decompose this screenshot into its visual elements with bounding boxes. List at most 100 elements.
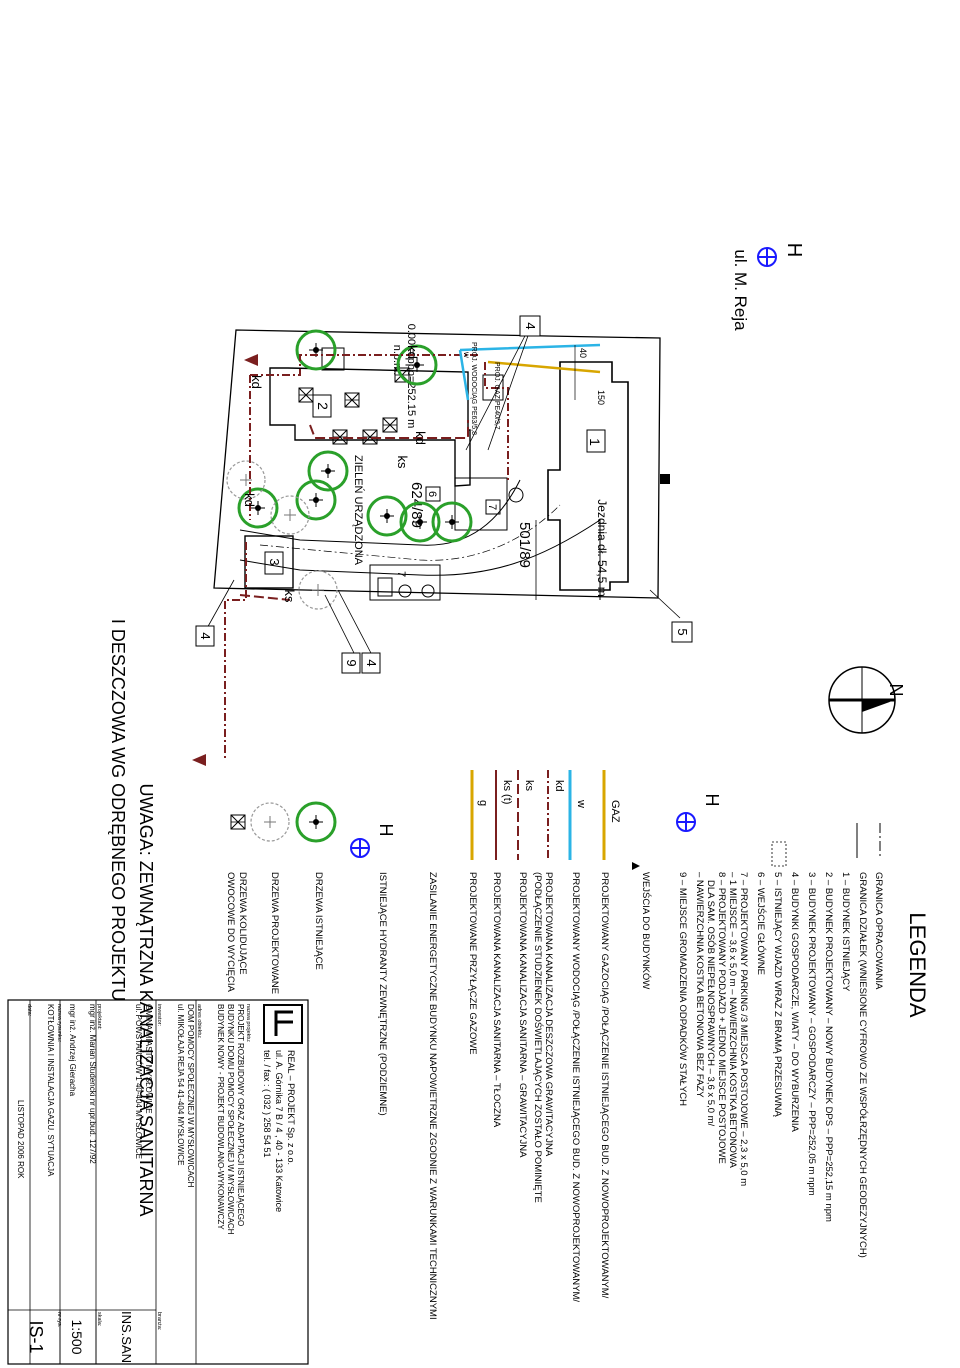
legend: LEGENDA GRANICA OPRACOWANIA GRANICA DZIA… (225, 770, 930, 1320)
svg-text:DRZEWA KOLIDUJĄCE: DRZEWA KOLIDUJĄCE (237, 872, 248, 975)
svg-text:skala:: skala: (96, 1312, 102, 1327)
roadway-label: Jezdnia dł. 54,5 m (595, 499, 609, 596)
svg-text:5 – ISTNIEJĄCY WJAZD WRAZ Z BR: 5 – ISTNIEJĄCY WJAZD WRAZ Z BRAMĄ PRZESU… (772, 872, 783, 1117)
svg-text:adres obiektu:: adres obiektu: (196, 1004, 202, 1039)
svg-text:ZASILANIE ENERGETYCZNE BUDYNKU: ZASILANIE ENERGETYCZNE BUDYNKU NAPOWIETR… (427, 872, 438, 1320)
street-label: ul. M. Reja (731, 249, 750, 331)
svg-text:tel. / fax : ( 032 ) 258 54 51: tel. / fax : ( 032 ) 258 54 51 (262, 1050, 272, 1158)
scale-value: 1:500 (69, 1319, 85, 1354)
svg-text:kd: kd (553, 780, 565, 792)
svg-text:4: 4 (523, 322, 538, 329)
svg-text:LISTOPAD 2006 ROK: LISTOPAD 2006 ROK (16, 1100, 25, 1179)
svg-text:DRZEWA PROJEKTOWANE: DRZEWA PROJEKTOWANE (269, 872, 280, 994)
svg-text:N: N (886, 684, 906, 697)
svg-text:ul. POWSTAŃCÓW 1 40-404 MYSŁ: ul. POWSTAŃCÓW 1 40-404 MYSŁOWICE (134, 1004, 143, 1159)
svg-text:– 1 MIEJSCE – 3,6 x 5,0 m – NA: – 1 MIEJSCE – 3,6 x 5,0 m – NAWIERZCHNIA… (727, 872, 738, 1168)
svg-text:ks (t): ks (t) (501, 780, 513, 804)
svg-text:PROJEKTOWANY WODOCIĄG /POŁĄCZE: PROJEKTOWANY WODOCIĄG /POŁĄCZENIE ISTNIE… (570, 872, 581, 1302)
svg-text:PROJEKTOWANA KANALIZACJA DESZC: PROJEKTOWANA KANALIZACJA DESZCZOWA GRAWI… (543, 872, 554, 1157)
svg-text:PROJEKTOWANY GAZOCIĄG /POŁĄCZE: PROJEKTOWANY GAZOCIĄG /POŁĄCZENIE ISTNIE… (599, 872, 610, 1299)
svg-text:WEJŚCIA DO BUDYNKÓW: WEJŚCIA DO BUDYNKÓW (640, 872, 652, 989)
driveway (239, 479, 521, 546)
svg-text:PROJEKTOWANE PRZYŁĄCZE GAZOWE: PROJEKTOWANE PRZYŁĄCZE GAZOWE (467, 872, 478, 1055)
svg-text:1 – BUDYNEK ISTNIEJĄCY: 1 – BUDYNEK ISTNIEJĄCY (840, 872, 851, 992)
projected-trees (226, 460, 338, 610)
svg-text:PROJ. GAZ PE40/3,7: PROJ. GAZ PE40/3,7 (493, 362, 500, 430)
svg-text:4: 4 (198, 632, 213, 639)
svg-text:2 – BUDYNEK PROJEKTOWANY – NOW: 2 – BUDYNEK PROJEKTOWANY – NOWY BUDYNEK … (823, 872, 834, 1222)
parcel-label-501-89: 501/89 (516, 522, 533, 568)
svg-text:4 – BUDYNKI GOSPODARCZE, WIATY: 4 – BUDYNKI GOSPODARCZE, WIATY – DO WYBU… (789, 872, 800, 1133)
warning-line-2: I DESZCZOWA WG ODRĘBNEGO PROJEKTU (108, 619, 128, 1001)
title-block: REAL – PROJEKT Sp. z o.o. ul. A. Górnika… (7, 999, 309, 1365)
svg-text:DOM POMOCY SPOŁECZNEJ W MYSŁOW: DOM POMOCY SPOŁECZNEJ W MYSŁOWICACH (186, 1004, 195, 1188)
svg-text:6 – WEJŚCIE GŁÓWNE: 6 – WEJŚCIE GŁÓWNE (755, 872, 767, 975)
svg-text:data:: data: (26, 1004, 32, 1017)
sewer-lines (224, 354, 509, 760)
svg-text:REAL – PROJEKT Sp. z o.o.: REAL – PROJEKT Sp. z o.o. (286, 1050, 296, 1165)
svg-text:kd: kd (249, 375, 264, 389)
svg-text:BUDYNEK NOWY - PROJEKT BUDOWLA: BUDYNEK NOWY - PROJEKT BUDOWLANO-WYKONAW… (216, 1004, 225, 1230)
label-building-1: 1 (587, 438, 603, 446)
svg-text:150: 150 (596, 390, 606, 405)
svg-text:PROJEKTOWANA KANALIZACJA SANIT: PROJEKTOWANA KANALIZACJA SANITARNA – TŁO… (491, 872, 502, 1128)
drawing-number: IS-1 (26, 1320, 46, 1353)
svg-text:3: 3 (267, 558, 282, 565)
svg-text:ks: ks (395, 456, 410, 470)
svg-text:nr rys.: nr rys. (56, 1312, 62, 1328)
svg-text:9: 9 (344, 659, 359, 666)
branch-value: INS.SAN (119, 1311, 134, 1363)
svg-text:ul. A. Górnika 7 B / 4 , 40 -: ul. A. Górnika 7 B / 4 , 40 - 133 Katowi… (274, 1050, 284, 1212)
height-level-1: 0.00 = ppp=252.15 m (405, 324, 417, 429)
company-logo (263, 1004, 303, 1044)
svg-text:OWOCOWE DO WYCIĘCIA: OWOCOWE DO WYCIĘCIA (225, 872, 236, 992)
svg-text:– NAWIERZCHNIA KOSTKA BETONOWA: – NAWIERZCHNIA KOSTKA BETONOWA BEZ FAZY (694, 872, 705, 1098)
svg-text:projektant:: projektant: (96, 1004, 102, 1030)
svg-text:ks: ks (282, 590, 297, 604)
svg-text:DLA SAM. OSÓB NIEPEŁNOSPRAWNYC: DLA SAM. OSÓB NIEPEŁNOSPRAWNYCH – 3,6 x … (705, 880, 716, 1127)
svg-text:ks: ks (523, 780, 535, 792)
svg-text:g: g (477, 800, 489, 806)
svg-text:7 – PROJEKTOWANY PARKING /3 MI: 7 – PROJEKTOWANY PARKING /3 MIEJSCA POST… (738, 872, 749, 1186)
svg-text:H: H (783, 243, 805, 257)
svg-text:kd: kd (413, 431, 428, 445)
water-line (458, 343, 601, 401)
svg-text:GRANICA OPRACOWANIA: GRANICA OPRACOWANIA (873, 872, 884, 990)
svg-text:DRZEWA ISTNIEJĄCE: DRZEWA ISTNIEJĄCE (313, 872, 324, 970)
legend-line-samples: GAZ w kd ks ks (t) g (470, 770, 621, 860)
svg-text:3 – BUDYNEK PROJEKTOWANY – GOS: 3 – BUDYNEK PROJEKTOWANY – GOSPODARCZY –… (806, 872, 817, 1196)
svg-text:kd: kd (242, 493, 257, 507)
gas-line (487, 360, 601, 374)
parking-area (369, 564, 441, 601)
svg-text:kd: kd (405, 345, 420, 359)
svg-text:nazwa projektu:: nazwa projektu: (245, 1004, 251, 1043)
svg-text:8 – PROJEKTOWANY PODJAZD + JED: 8 – PROJEKTOWANY PODJAZD + JEDNO MIEJSCE… (716, 872, 727, 1164)
north-arrow (828, 666, 896, 734)
svg-text:w: w (575, 799, 587, 808)
svg-text:nazwa rysunku:: nazwa rysunku: (56, 1004, 62, 1043)
svg-text:5: 5 (675, 628, 690, 635)
svg-text:GAZ: GAZ (609, 800, 621, 823)
svg-text:7: 7 (486, 504, 498, 510)
hydrant-icon (757, 247, 777, 267)
site-plan: 1 2 0.00 = ppp=252.15 m n.p.m. 6 7 624/8… (108, 243, 906, 1217)
svg-text:BUDYNKU DOMU POMOCY SPOŁECZNEJ: BUDYNKU DOMU POMOCY SPOŁECZNEJ W MYSŁOWI… (226, 1004, 235, 1235)
svg-text:7: 7 (395, 571, 407, 577)
svg-text:mgr inż. Marian Studencki n: mgr inż. Marian Studencki nr upr.bud. 12… (88, 1004, 97, 1164)
svg-text:9 – MIEJSCE GROMADZENIA ODPADK: 9 – MIEJSCE GROMADZENIA ODPADKÓW STAŁYCH (677, 872, 688, 1106)
legend-title: LEGENDA (905, 912, 930, 1017)
svg-text:mgr inż. Andrzej Gieracha: mgr inż. Andrzej Gieracha (68, 1004, 77, 1097)
svg-text:(PODŁĄCZENIE STUDZIENEK DOŚWIE: (PODŁĄCZENIE STUDZIENEK DOŚWIETLAJĄCYCH … (532, 872, 544, 1203)
svg-text:H: H (702, 794, 722, 807)
existing-building-1 (547, 361, 629, 591)
green-area-label: ZIELEŃ URZĄDZONA (352, 455, 365, 566)
label-building-2: 2 (315, 402, 331, 410)
svg-text:PROJ. WODOCIĄG PE63/5,8: PROJ. WODOCIĄG PE63/5,8 (470, 342, 477, 435)
svg-text:GRANICA DZIAŁEK (WNIESIONE CYF: GRANICA DZIAŁEK (WNIESIONE CYFROWO ZE WS… (857, 872, 868, 1258)
legend-items: GRANICA OPRACOWANIA GRANICA DZIAŁEK (WNI… (640, 872, 884, 1258)
svg-text:40: 40 (578, 348, 588, 358)
svg-text:PROJEKT ROZBUDOWY ORAZ ADAPTAC: PROJEKT ROZBUDOWY ORAZ ADAPTACJI ISTNIEJ… (236, 1004, 245, 1226)
callout-boxes: 4 5 9 4 4 (195, 315, 693, 674)
svg-text:ul. MIKOŁAJA REJA 54 41-404: ul. MIKOŁAJA REJA 54 41-404 MYSŁOWICE (176, 1004, 185, 1165)
